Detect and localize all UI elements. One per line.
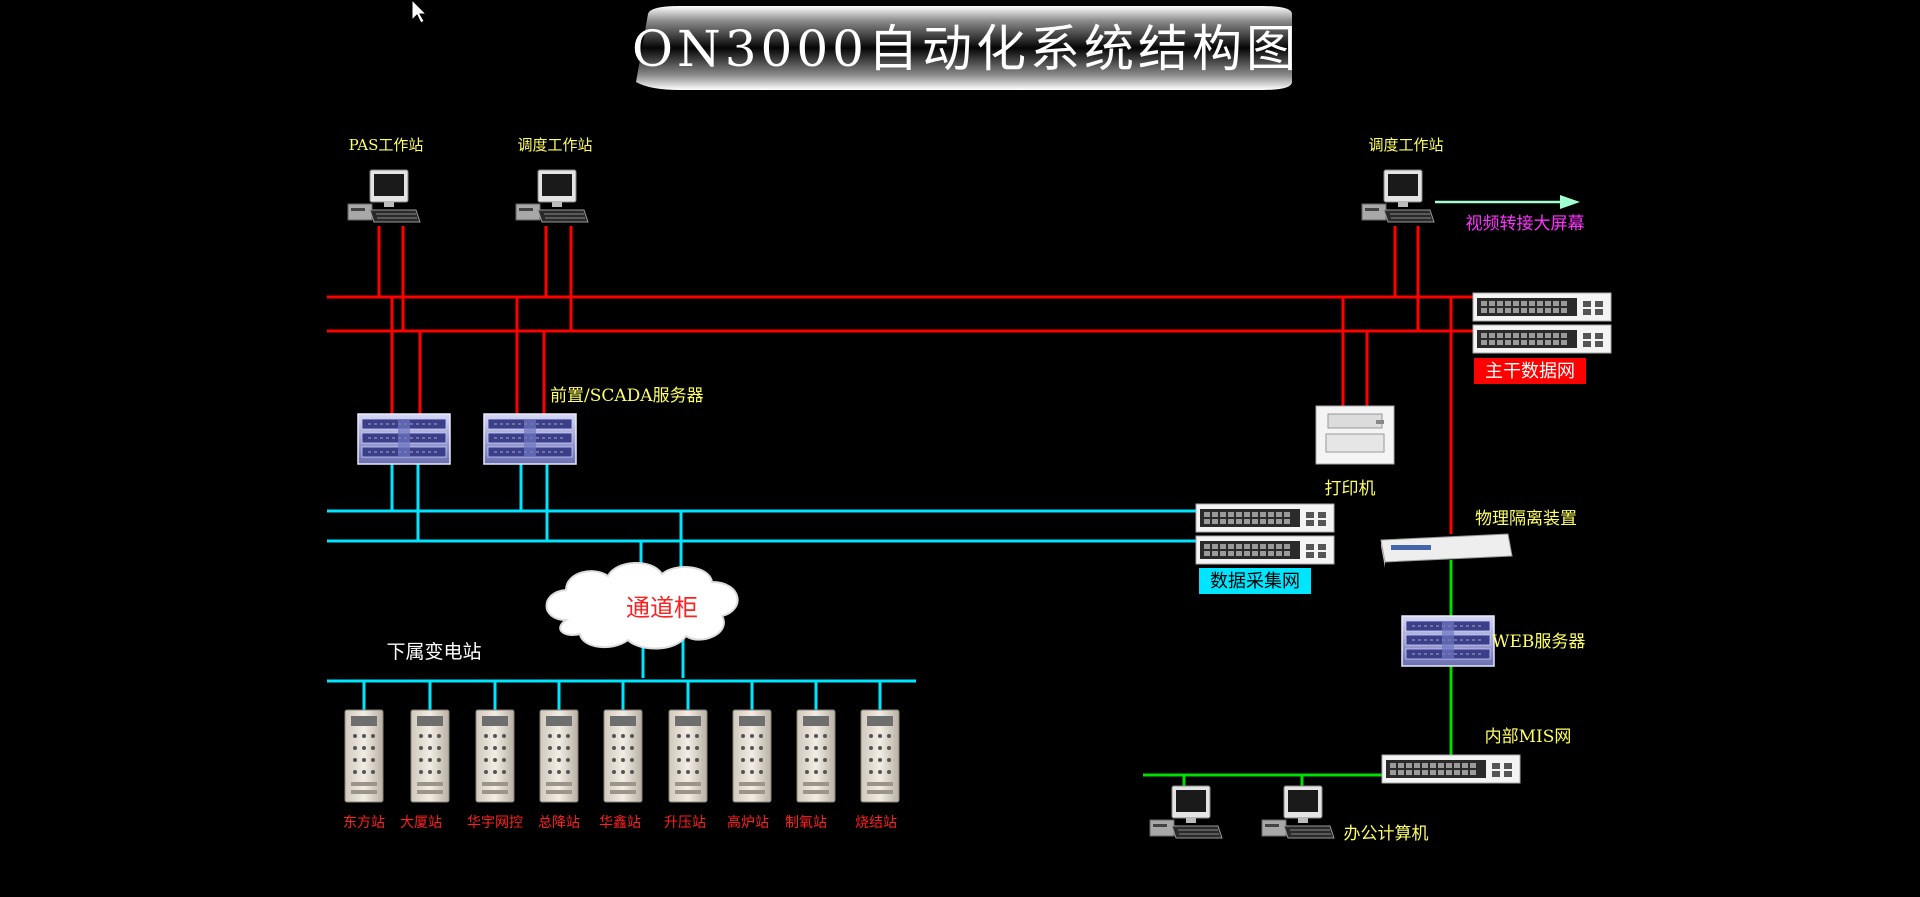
- substation-label: 东方站: [343, 815, 385, 831]
- dispatch-workstation-right-icon: [1361, 169, 1435, 223]
- isolator-label: 物理隔离装置: [1475, 509, 1577, 529]
- printer-icon: [1315, 405, 1395, 465]
- pas-workstation-label: PAS工作站: [349, 136, 424, 154]
- scada-server-label: 前置/SCADA服务器: [550, 386, 704, 406]
- substation-cabinet-icon: [668, 709, 708, 803]
- substation-label: 华鑫站: [599, 814, 641, 831]
- office-computer-icon: [1149, 785, 1223, 839]
- backbone-switch-2-icon: [1472, 324, 1612, 354]
- substations-title: 下属变电站: [386, 641, 481, 663]
- substation-cabinet-icon: [732, 709, 772, 803]
- backbone-label-bg: [1474, 358, 1586, 384]
- substation-cabinet-icon: [539, 709, 579, 803]
- pas-workstation-icon: [347, 169, 421, 223]
- substation-label: 华宇网控: [467, 815, 523, 831]
- arrow-right-icon: [1435, 195, 1580, 209]
- office-pc-label: 办公计算机: [1344, 824, 1429, 844]
- substation-cabinet-icon: [344, 709, 384, 803]
- dispatch-workstation-icon: [515, 169, 589, 223]
- web-server-label: WEB服务器: [1492, 632, 1585, 652]
- substation-cabinet-icon: [410, 709, 450, 803]
- substation-label: 大厦站: [400, 815, 442, 831]
- web-server-icon: [1401, 615, 1495, 667]
- cloud-icon: [545, 561, 739, 650]
- substation-cabinet-icon: [860, 709, 900, 803]
- substation-label: 烧结站: [855, 815, 897, 831]
- mouse-pointer-icon: [411, 0, 428, 24]
- substation-cabinet-icon: [796, 709, 836, 803]
- dispatch-workstation-label: 调度工作站: [517, 136, 592, 154]
- scada-server-2-icon: [483, 413, 577, 465]
- mis-switch-icon: [1381, 754, 1521, 784]
- backbone-switch-icon: [1472, 292, 1612, 322]
- office-computer-2-icon: [1261, 785, 1335, 839]
- channel-cabinet-label: 通道柜: [626, 594, 698, 622]
- substation-label: 高炉站: [727, 814, 769, 831]
- dispatch-workstation-right-label: 调度工作站: [1368, 136, 1443, 154]
- acquisition-switch-icon: [1195, 503, 1335, 533]
- title-banner: ON3000自动化系统结构图: [632, 6, 1300, 90]
- printer-label: 打印机: [1325, 479, 1376, 499]
- acquisition-network-lines: [327, 464, 1196, 712]
- mis-label: 内部MIS网: [1485, 727, 1572, 747]
- scada-server-icon: [357, 413, 451, 465]
- acquisition-switch-2-icon: [1195, 535, 1335, 565]
- acquisition-label-bg: [1199, 568, 1311, 594]
- backbone-label: 主干数据网: [1485, 361, 1575, 382]
- substation-label: 制氧站: [785, 815, 827, 831]
- acquisition-label: 数据采集网: [1210, 571, 1300, 592]
- substation-label: 总降站: [538, 815, 580, 831]
- substation-cabinet-icon: [475, 709, 515, 803]
- video-wall-label: 视频转接大屏幕: [1466, 214, 1585, 234]
- isolation-device-icon: [1380, 533, 1513, 568]
- substation-label: 升压站: [664, 815, 706, 831]
- substation-cabinet-icon: [603, 709, 643, 803]
- backbone-network-lines: [327, 226, 1476, 534]
- page-title: ON3000自动化系统结构图: [632, 20, 1300, 78]
